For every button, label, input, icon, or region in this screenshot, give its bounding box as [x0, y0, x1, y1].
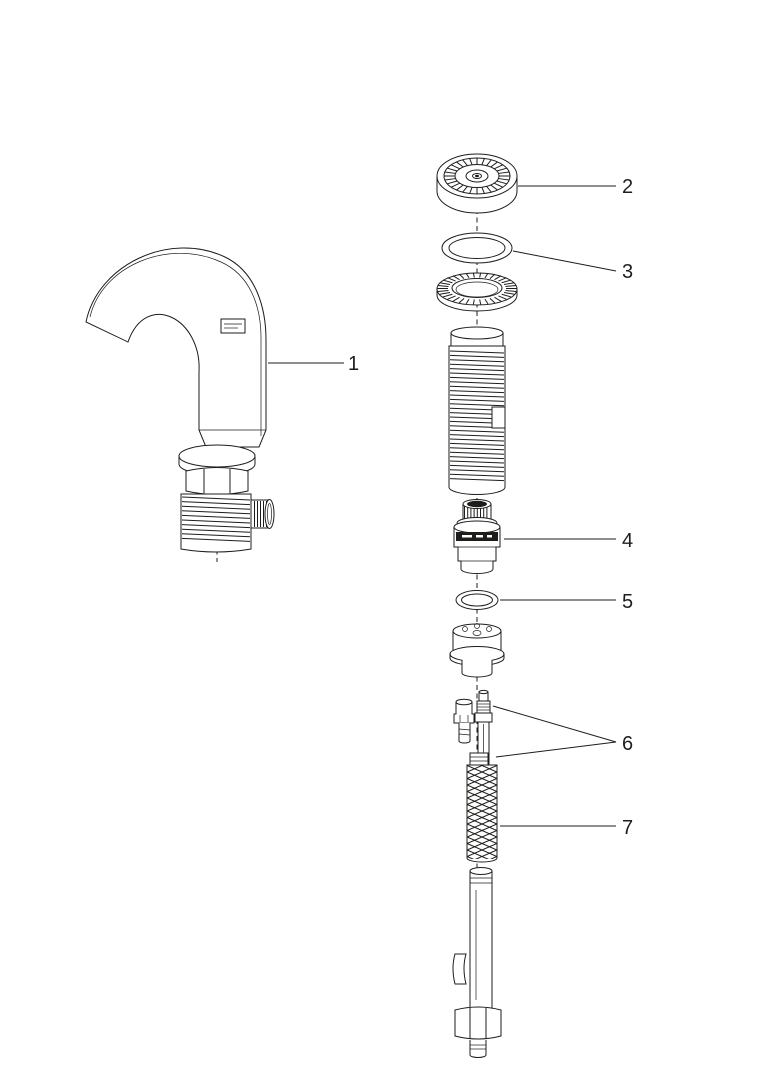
part-threaded-tube — [448, 326, 506, 495]
check-valve-left — [453, 698, 475, 744]
side-outlet — [250, 499, 275, 529]
part-spout-assembly — [85, 247, 275, 553]
part-braided-hose — [466, 752, 498, 863]
union-nut — [454, 1006, 502, 1040]
part-base-fitting — [449, 623, 505, 678]
part-handle-cap — [436, 153, 518, 214]
callout-4-label: 4 — [622, 530, 633, 552]
callout-2-label: 2 — [622, 176, 633, 198]
spout-body — [85, 247, 267, 448]
callout-7-label: 7 — [622, 817, 633, 839]
callout-leader-lines — [268, 185, 617, 827]
callout-labels: 1 2 3 4 5 6 7 — [348, 176, 633, 839]
threaded-shank — [180, 493, 252, 553]
mounting-nut — [185, 467, 249, 495]
callout-1-label: 1 — [348, 353, 359, 375]
callout-6-label: 6 — [622, 733, 633, 755]
part-threaded-collar — [436, 272, 518, 312]
part-cartridge — [453, 499, 501, 574]
brand-badge — [220, 318, 246, 334]
part-connection-pipe — [452, 867, 502, 1058]
callout-5-label: 5 — [622, 591, 633, 613]
part-seal-ring — [441, 232, 513, 264]
part-o-ring — [455, 590, 499, 610]
callout-3-label: 3 — [622, 261, 633, 283]
